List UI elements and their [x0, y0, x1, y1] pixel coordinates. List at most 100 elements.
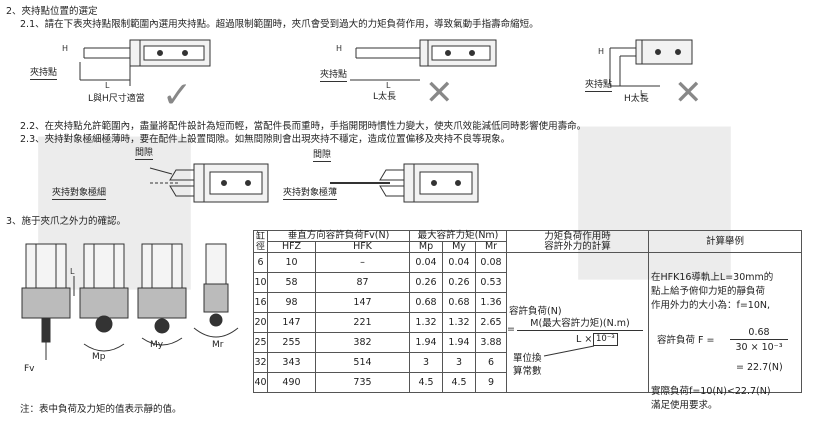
table-cell: 58	[267, 272, 316, 293]
example-conclusion-2: 滿足使用要求。	[651, 400, 718, 411]
fig2-h-label: H	[336, 44, 342, 53]
table-cell: 382	[315, 332, 410, 353]
table-cell: 221	[315, 312, 410, 333]
gripper-figure-thin-target	[149, 163, 269, 203]
subheader-mr: Mr	[475, 241, 507, 253]
table-cell: 98	[267, 292, 316, 313]
cross-mark-icon: ✕	[425, 73, 454, 113]
example-line-3: 作用外力的大小為：f=10N,	[651, 300, 771, 311]
fig4-gap-label: 間隙	[135, 148, 154, 160]
example-line-2: 點上給予俯仰力矩的靜負荷	[651, 286, 766, 297]
table-cell: 0.26	[409, 272, 443, 293]
table-cell: 4.5	[442, 372, 476, 393]
unit-label-2: 算常數	[513, 366, 542, 377]
section-2-2-text: 2.2、在夾持點允許範圍內，盡量將配件設計為短而輕，當配件長而重時，手指開閉時慣…	[20, 121, 587, 132]
subheader-mp: Mp	[409, 241, 443, 253]
section-2-1-text: 2.1、請在下表夾持點限制範圍內選用夾持點。超過限制範圍時，夾爪會受到過大的力矩…	[20, 19, 539, 30]
table-cell: 10	[253, 272, 268, 293]
example-f-result: = 22.7(N)	[736, 362, 783, 373]
formula-cell	[506, 252, 649, 393]
table-cell: 514	[315, 352, 410, 373]
table-cell: 0.26	[442, 272, 476, 293]
table-cell: 87	[315, 272, 410, 293]
table-cell: 40	[253, 372, 268, 393]
fig3-h-label: H	[598, 47, 604, 56]
table-cell: 0.04	[442, 252, 476, 273]
table-cell: 735	[315, 372, 410, 393]
fig2-caption: L太長	[373, 92, 397, 102]
fig2-l-label: L	[386, 81, 391, 90]
check-mark-icon: ✓	[162, 75, 193, 116]
gripper-figure-ok: H L	[62, 39, 211, 90]
table-cell: 147	[315, 292, 410, 313]
fig1-caption: L與H尺寸適當	[88, 94, 145, 104]
table-cell: 343	[267, 352, 316, 373]
fig3-caption: H太長	[624, 94, 649, 104]
table-row: 40 490 735 4.5 4.5 9	[253, 372, 802, 393]
gripper-figure-flat-target	[330, 163, 479, 203]
header-max-moment: 最大容許力矩(Nm)	[409, 230, 507, 242]
example-f-numerator: 0.68	[730, 327, 788, 340]
force-my-label: My	[150, 340, 164, 350]
table-cell: 3.88	[475, 332, 507, 353]
table-cell: 0.08	[475, 252, 507, 273]
fig5-target-label: 夾持對象極薄	[283, 188, 338, 200]
table-cell: 1.32	[409, 312, 443, 333]
table-row: 16 98 147 0.68 0.68 1.36	[253, 292, 802, 313]
fig1-h-label: H	[62, 44, 68, 53]
section-2-heading: 2、夾持點位置的選定	[6, 6, 98, 17]
section-2-3-text: 2.3、夾持對象極細極薄時，要在配件上設置間隙。如無間隙則會出現夾持不穩定，造成…	[20, 134, 511, 145]
unit-constant-box: 10⁻³	[593, 333, 618, 346]
table-cell: 32	[253, 352, 268, 373]
table-cell: 6	[475, 352, 507, 373]
gripper-figure-l-long: H L	[336, 39, 497, 90]
table-cell: 0.04	[409, 252, 443, 273]
table-cell: –	[315, 252, 410, 273]
header-example: 計算舉例	[648, 230, 802, 253]
fig3-l-label: L	[640, 89, 645, 98]
table-row: 6 10 – 0.04 0.04 0.08	[253, 252, 802, 393]
force-mr-label: Mr	[212, 340, 224, 350]
table-cell: 2.65	[475, 312, 507, 333]
force-l-label: L	[70, 267, 75, 276]
table-cell: 9	[475, 372, 507, 393]
table-cell: 4.5	[409, 372, 443, 393]
table-cell: 1.94	[442, 332, 476, 353]
table-cell: 3	[442, 352, 476, 373]
fig5-gap-label: 間隙	[313, 150, 332, 162]
fig4-target-label: 夾持對象極細	[52, 188, 107, 200]
table-cell: 20	[253, 312, 268, 333]
table-cell: 16	[253, 292, 268, 313]
table-cell: 0.68	[409, 292, 443, 313]
table-cell: 25	[253, 332, 268, 353]
table-row: 20 147 221 1.32 1.32 2.65	[253, 312, 802, 333]
header-bore: 缸徑	[253, 230, 268, 253]
fig1-clip-label: 夾持點	[30, 68, 58, 80]
table-cell: 1.94	[409, 332, 443, 353]
formula-numerator: M(最大容許力矩)(N.m)	[517, 318, 643, 331]
cross-mark-icon: ✕	[674, 73, 703, 113]
section-3-heading: 3、施于夾爪之外力的確認。	[6, 216, 127, 227]
example-cell	[648, 252, 802, 393]
table-cell: 10	[267, 252, 316, 273]
fig3-clip-label: 夾持點	[585, 80, 613, 92]
formula-denominator: L ×	[576, 334, 593, 345]
static-value-note: 注：表中負荷及力矩的值表示靜的值。	[20, 404, 182, 415]
header-vertical-load: 垂直方向容許負荷Fv(N)	[267, 230, 410, 242]
table-cell: 6	[253, 252, 268, 273]
force-fv-label: Fv	[24, 364, 35, 374]
table-cell: 147	[267, 312, 316, 333]
example-line-1: 在HFK16導軌上L=30mm的	[651, 272, 774, 283]
unit-label-1: 單位換	[513, 353, 542, 364]
header-calc: 力矩負荷作用時 容許外力的計算	[506, 230, 649, 253]
allowable-load-table: 缸徑 垂直方向容許負荷Fv(N) 最大容許力矩(Nm) 力矩負荷作用時 容許外力…	[253, 230, 802, 393]
fig1-l-label: L	[105, 81, 110, 90]
table-cell: 255	[267, 332, 316, 353]
table-row: 10 58 87 0.26 0.26 0.53	[253, 272, 802, 293]
formula-equals: =	[507, 324, 515, 335]
table-cell: 1.32	[442, 312, 476, 333]
table-cell: 0.68	[442, 292, 476, 313]
example-conclusion-1: 實際負荷f=10(N)<22.7(N)	[651, 386, 771, 397]
subheader-hfz: HFZ	[267, 241, 316, 253]
